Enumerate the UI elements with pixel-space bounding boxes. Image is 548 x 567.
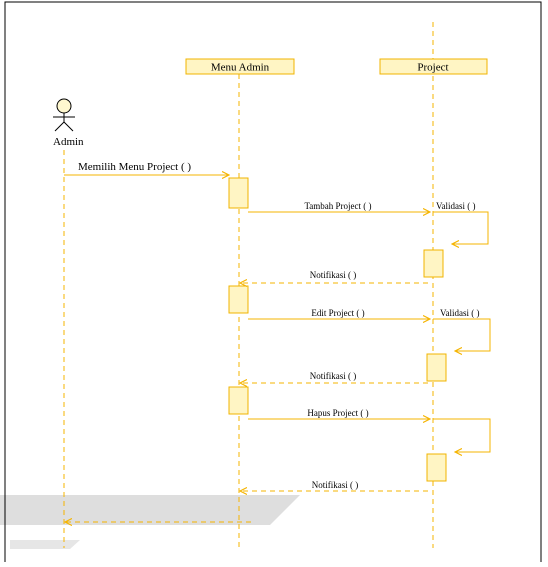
message-call: Hapus Project ( ) xyxy=(248,408,430,419)
lifeline-label-project: Project xyxy=(417,62,448,74)
activation-menu-admin xyxy=(228,177,249,209)
lifeline-head-menu-admin: Menu Admin xyxy=(185,58,295,75)
message-self: Validasi ( ) xyxy=(433,308,491,351)
message-label: Validasi ( ) xyxy=(436,201,476,211)
watermark-band xyxy=(0,495,300,525)
message-call: Memilih Menu Project ( ) xyxy=(64,161,229,175)
activation-menu-admin xyxy=(228,386,249,415)
message-label: Tambah Project ( ) xyxy=(304,201,371,211)
lifeline-head-project: Project xyxy=(379,58,488,75)
activation-menu-admin xyxy=(228,285,249,314)
message-label: Notifikasi ( ) xyxy=(310,270,357,280)
message-label: Notifikasi ( ) xyxy=(310,371,357,381)
message-label: Memilih Menu Project ( ) xyxy=(78,161,191,173)
message-return: Notifikasi ( ) xyxy=(240,371,428,383)
watermark-band-small xyxy=(10,540,80,549)
activation-project xyxy=(426,453,447,482)
message-self xyxy=(433,418,491,452)
lifeline-box-project xyxy=(379,58,488,75)
actor-admin-label: Admin xyxy=(53,136,84,148)
message-return: Notifikasi ( ) xyxy=(240,480,428,491)
message-label: Hapus Project ( ) xyxy=(307,408,368,418)
message-return: Notifikasi ( ) xyxy=(240,270,428,283)
message-call: Tambah Project ( ) xyxy=(248,201,430,212)
stick-figure-icon xyxy=(53,98,75,132)
activation-project xyxy=(426,353,447,382)
lifeline-label-menu-admin: Menu Admin xyxy=(211,62,270,74)
lifeline-box-menu-admin xyxy=(185,58,295,75)
message-label: Notifikasi ( ) xyxy=(312,480,359,490)
message-self: Validasi ( ) xyxy=(433,201,489,244)
message-label: Edit Project ( ) xyxy=(311,308,364,318)
diagram-frame xyxy=(4,1,542,562)
message-call: Edit Project ( ) xyxy=(248,308,430,319)
message-label: Validasi ( ) xyxy=(440,308,480,318)
activation-project xyxy=(423,249,444,278)
actor-admin: Admin xyxy=(53,98,84,148)
